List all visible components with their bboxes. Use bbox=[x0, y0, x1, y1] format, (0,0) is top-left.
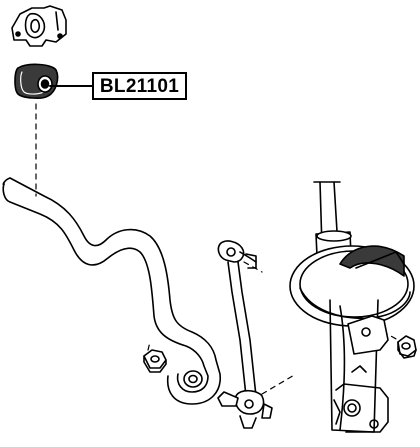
part-number-callout: BL21101 bbox=[92, 72, 187, 100]
part-number-label: BL21101 bbox=[99, 75, 180, 97]
strut-assembly bbox=[289, 181, 415, 433]
bushing-bracket bbox=[11, 5, 67, 47]
bar-nut bbox=[143, 349, 167, 373]
stabilizer-bar bbox=[2, 177, 221, 405]
stabilizer-bushing bbox=[14, 63, 59, 99]
stabilizer-link bbox=[217, 240, 273, 429]
strut-nut bbox=[397, 335, 417, 359]
